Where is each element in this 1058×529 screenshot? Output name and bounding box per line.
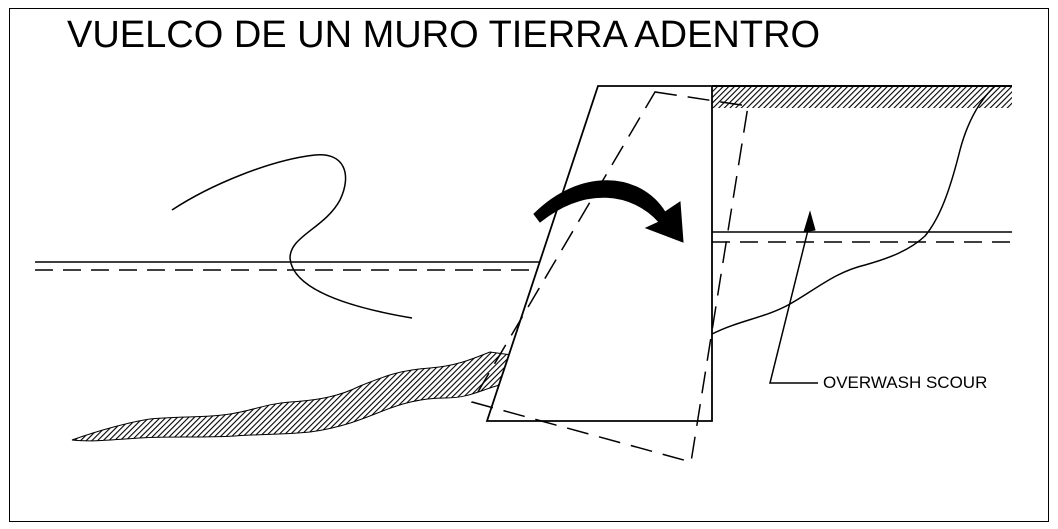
overwash-scour-label: OVERWASH SCOUR [823,373,988,392]
wave-curve [171,154,413,319]
seaward-ground-hatch [71,351,513,442]
scour-profile [711,85,996,335]
diagram-title: VUELCO DE UN MURO TIERRA ADENTRO [67,14,821,56]
rotation-arrow-icon [533,180,684,243]
scour-leader-line [769,221,818,384]
landward-ground-hatch [712,86,1012,108]
leader-arrow-icon [803,210,816,233]
seawall-rotated-dashed [470,91,749,463]
seawall-original [485,85,713,422]
